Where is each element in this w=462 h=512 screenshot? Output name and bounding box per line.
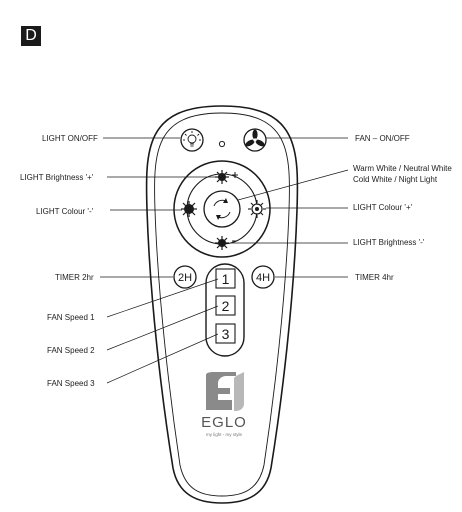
fan-icon (245, 129, 265, 147)
label-timer-2hr: TIMER 2hr (55, 273, 94, 282)
label-light-on-off: LIGHT ON/OFF (42, 134, 98, 143)
brand-text: EGLO (201, 414, 247, 431)
light-bulb-icon (183, 131, 201, 147)
label-colour-modes-line1: Warm White / Neutral White (353, 164, 452, 173)
indicator-led (218, 140, 226, 148)
speed-1-label: 1 (222, 271, 230, 287)
label-fan-on-off: FAN – ON/OFF (355, 134, 410, 143)
timer-2h-label: 2H (178, 272, 192, 284)
fan-speed-1-button[interactable]: 1 (215, 268, 236, 289)
label-light-colour-plus: LIGHT Colour '+' (353, 203, 413, 212)
timer-2h-button[interactable]: 2H (173, 265, 197, 289)
label-colour-modes-line2: Cold White / Night Light (353, 175, 438, 184)
speed-2-label: 2 (222, 298, 230, 314)
fan-speed-2-button[interactable]: 2 (215, 295, 236, 316)
timer-4h-label: 4H (256, 272, 270, 284)
label-timer-4hr: TIMER 4hr (355, 273, 394, 282)
sun-plus-icon[interactable] (215, 170, 238, 184)
section-badge: D (21, 26, 41, 46)
label-fan-speed-2: FAN Speed 2 (47, 346, 95, 355)
colour-plus-icon[interactable] (248, 200, 266, 218)
label-fan-speed-1: FAN Speed 1 (47, 313, 95, 322)
fan-button[interactable] (243, 128, 267, 152)
leader-lines (100, 137, 349, 384)
label-light-brightness-plus: LIGHT Brightness '+' (20, 173, 94, 182)
cycle-icon (213, 198, 231, 220)
label-fan-speed-3: FAN Speed 3 (47, 379, 95, 388)
timer-4h-button[interactable]: 4H (251, 265, 275, 289)
label-light-brightness-minus: LIGHT Brightness '-' (353, 238, 425, 247)
speed-3-label: 3 (222, 326, 230, 342)
eglo-logo: EGLO my light - my style (201, 372, 247, 437)
light-button[interactable] (180, 128, 204, 152)
colour-cycle-button[interactable] (203, 190, 241, 228)
colour-minus-icon[interactable] (181, 201, 197, 217)
sun-minus-icon[interactable] (215, 236, 237, 250)
fan-speed-3-button[interactable]: 3 (215, 323, 236, 344)
label-light-colour-minus: LIGHT Colour '-' (36, 207, 94, 216)
brand-tagline: my light - my style (206, 432, 243, 437)
